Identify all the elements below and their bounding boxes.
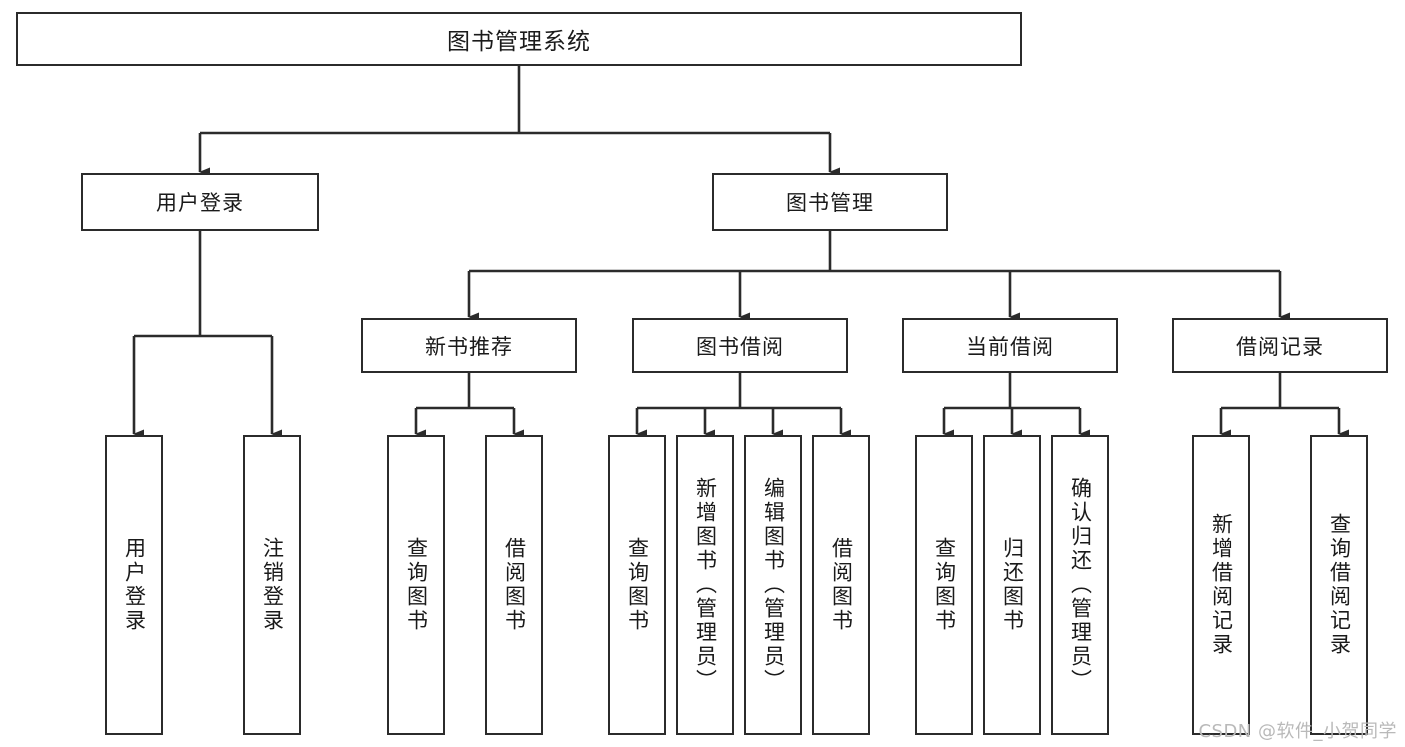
node-leaf-current-query-book[interactable]: 查询图书: [915, 435, 973, 735]
node-leaf-recommend-query-book-label: 查询图书: [404, 537, 429, 633]
node-root[interactable]: 图书管理系统: [16, 12, 1022, 66]
node-leaf-borrow-borrow-book-label: 借阅图书: [829, 537, 854, 633]
node-user-login-label: 用户登录: [156, 191, 244, 215]
node-user-login[interactable]: 用户登录: [81, 173, 319, 231]
node-leaf-borrow-edit-book-label: 编辑图书（管理员）: [761, 477, 786, 693]
node-leaf-recommend-query-book[interactable]: 查询图书: [387, 435, 445, 735]
watermark-text: CSDN @软件_小贺同学: [1198, 721, 1397, 742]
node-leaf-user-login[interactable]: 用户登录: [105, 435, 163, 735]
node-current-borrow[interactable]: 当前借阅: [902, 318, 1118, 373]
node-book-borrow[interactable]: 图书借阅: [632, 318, 848, 373]
node-leaf-current-confirm-return-label: 确认归还（管理员）: [1068, 477, 1093, 693]
node-leaf-recommend-borrow-book[interactable]: 借阅图书: [485, 435, 543, 735]
node-book-manage[interactable]: 图书管理: [712, 173, 948, 231]
node-leaf-record-query[interactable]: 查询借阅记录: [1310, 435, 1368, 735]
node-book-manage-label: 图书管理: [786, 191, 874, 215]
node-leaf-borrow-query-book-label: 查询图书: [625, 537, 650, 633]
node-new-book-recommend-label: 新书推荐: [425, 334, 513, 359]
node-leaf-current-confirm-return[interactable]: 确认归还（管理员）: [1051, 435, 1109, 735]
node-leaf-user-logout-label: 注销登录: [260, 537, 285, 633]
node-leaf-borrow-query-book[interactable]: 查询图书: [608, 435, 666, 735]
node-borrow-record-label: 借阅记录: [1236, 334, 1324, 359]
node-leaf-borrow-borrow-book[interactable]: 借阅图书: [812, 435, 870, 735]
node-current-borrow-label: 当前借阅: [966, 334, 1054, 359]
node-leaf-record-add-label: 新增借阅记录: [1209, 513, 1234, 657]
node-leaf-record-add[interactable]: 新增借阅记录: [1192, 435, 1250, 735]
node-book-borrow-label: 图书借阅: [696, 334, 784, 359]
node-leaf-current-return-book-label: 归还图书: [1000, 537, 1025, 633]
node-leaf-user-logout[interactable]: 注销登录: [243, 435, 301, 735]
node-leaf-user-login-label: 用户登录: [122, 537, 147, 633]
node-new-book-recommend[interactable]: 新书推荐: [361, 318, 577, 373]
node-leaf-record-query-label: 查询借阅记录: [1327, 513, 1352, 657]
node-root-label: 图书管理系统: [447, 29, 591, 55]
node-leaf-current-return-book[interactable]: 归还图书: [983, 435, 1041, 735]
node-leaf-borrow-add-book[interactable]: 新增图书（管理员）: [676, 435, 734, 735]
node-leaf-borrow-edit-book[interactable]: 编辑图书（管理员）: [744, 435, 802, 735]
node-leaf-recommend-borrow-book-label: 借阅图书: [502, 537, 527, 633]
node-leaf-borrow-add-book-label: 新增图书（管理员）: [693, 477, 718, 693]
node-leaf-current-query-book-label: 查询图书: [932, 537, 957, 633]
node-borrow-record[interactable]: 借阅记录: [1172, 318, 1388, 373]
